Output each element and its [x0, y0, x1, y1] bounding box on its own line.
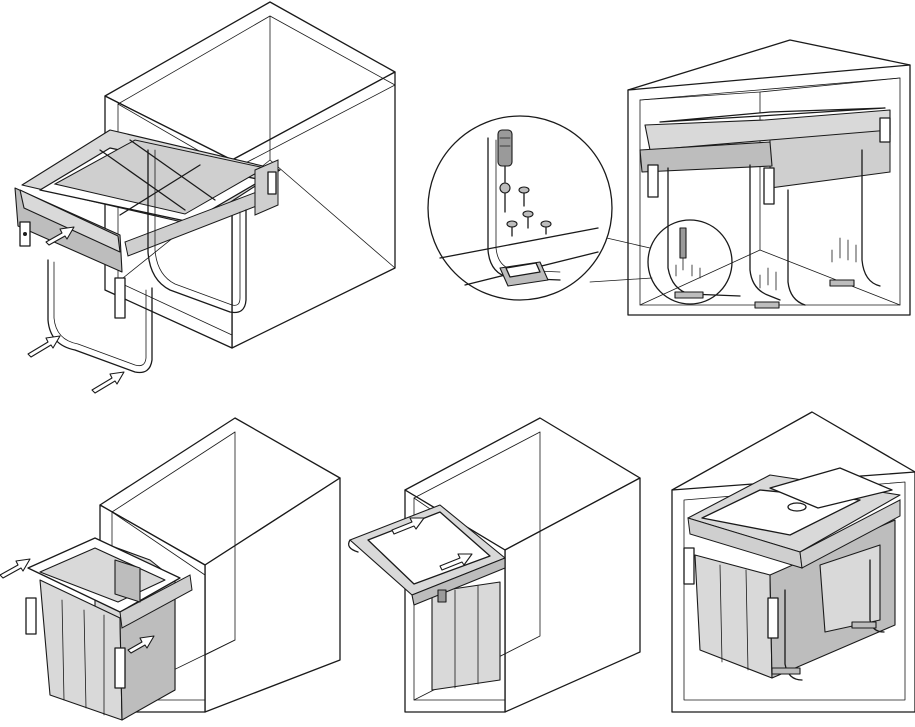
screw-set: [759, 237, 857, 291]
step-2-screw-mounting: [427, 39, 911, 316]
step-5-final-assembly: [671, 411, 915, 713]
bins-inside: [431, 581, 501, 691]
detail-magnifier: [427, 115, 613, 301]
push-arrows: [27, 226, 125, 394]
zoom-circle-small: [647, 219, 733, 305]
screwdriver-icon: [497, 129, 513, 183]
mounted-frame: [639, 107, 891, 309]
screw-icons: [499, 182, 552, 237]
double-bin-unit: [683, 467, 901, 681]
step-1-frame-insertion: [14, 1, 396, 394]
lid-tray: [347, 504, 506, 606]
step-3-bin-insertion: [0, 417, 341, 721]
zoom-leader-bottom: [589, 277, 653, 283]
step-4-lid-installation: [347, 417, 641, 713]
pull-out-frame: [14, 129, 281, 374]
bins: [0, 537, 193, 721]
